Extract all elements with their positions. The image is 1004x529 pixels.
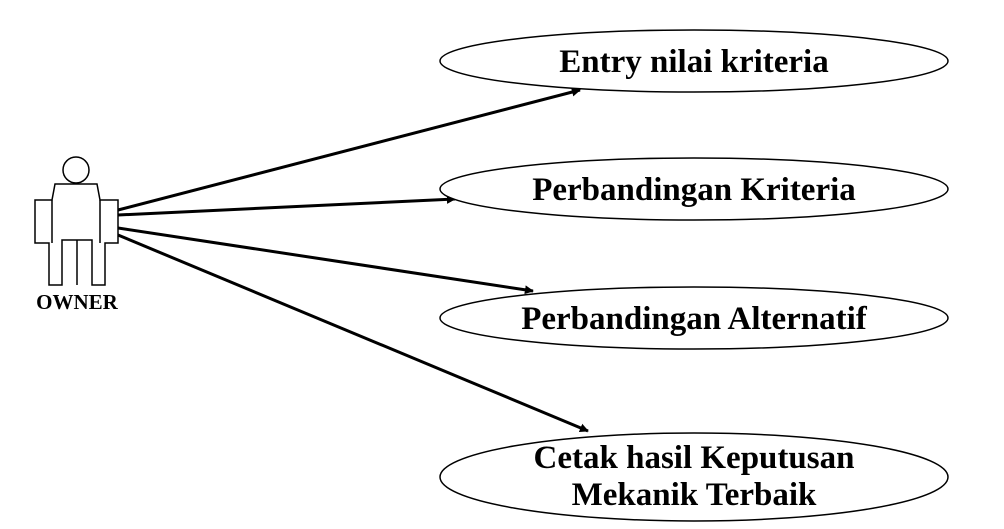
actor-owner[interactable]: OWNER [34,156,119,314]
svg-text:Mekanik Terbaik: Mekanik Terbaik [572,477,817,513]
svg-text:Perbandingan Kriteria: Perbandingan Kriteria [532,172,856,208]
association-perbandingan-kriteria [117,194,456,217]
svg-text:Perbandingan Alternatif: Perbandingan Alternatif [521,301,868,337]
association-cetak-hasil [117,233,589,433]
associations [117,87,589,433]
association-entry-nilai [117,87,581,212]
use-case-entry-nilai[interactable]: Entry nilai kriteria [439,29,949,93]
svg-text:Entry nilai kriteria: Entry nilai kriteria [559,44,828,80]
use-case-label-line-1: Cetak hasil Keputusan [534,440,855,476]
association-perbandingan-alternatif [117,226,534,295]
use-case-perbandingan-alternatif[interactable]: Perbandingan Alternatif [439,286,949,350]
use-case-label: Perbandingan Kriteria [532,172,856,208]
use-case-perbandingan-kriteria[interactable]: Perbandingan Kriteria [439,157,949,221]
use-case-label: Entry nilai kriteria [559,44,828,80]
use-case-label-line-2: Mekanik Terbaik [572,477,817,513]
actor-figure-icon [34,156,119,286]
svg-text:Cetak hasil Keputusan: Cetak hasil Keputusan [534,440,855,476]
actor-label: OWNER [36,290,119,314]
use-case-label: Perbandingan Alternatif [521,301,868,337]
use-case-cetak-hasil[interactable]: Cetak hasil Keputusan Mekanik Terbaik [439,432,949,522]
